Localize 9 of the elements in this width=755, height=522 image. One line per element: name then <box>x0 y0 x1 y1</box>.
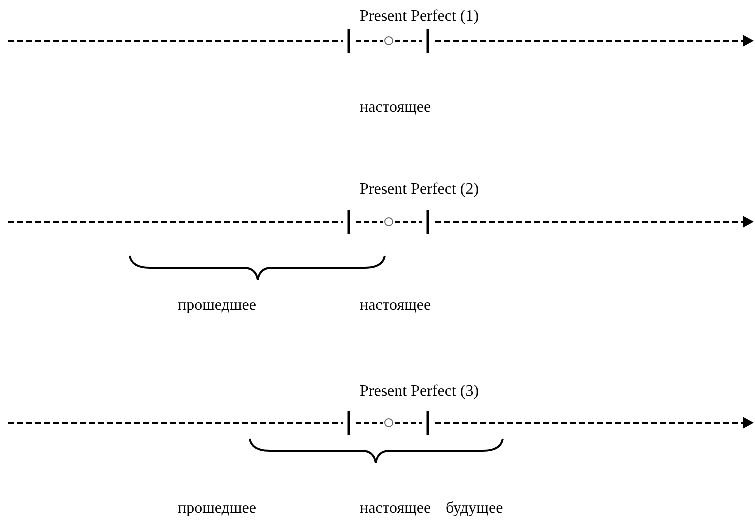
timeline-label: настоящее <box>360 297 432 315</box>
timeline-label: настоящее <box>360 99 432 117</box>
timeline-label: прошедшее <box>178 500 256 518</box>
timeline-label: настоящее <box>360 500 432 518</box>
timeline-label: Present Perfect (1) <box>360 8 480 26</box>
timeline-label: Present Perfect (2) <box>360 181 480 199</box>
timeline-label: прошедшее <box>178 297 256 315</box>
timeline-label: будущее <box>446 500 504 518</box>
timeline-label: Present Perfect (3) <box>360 383 480 401</box>
